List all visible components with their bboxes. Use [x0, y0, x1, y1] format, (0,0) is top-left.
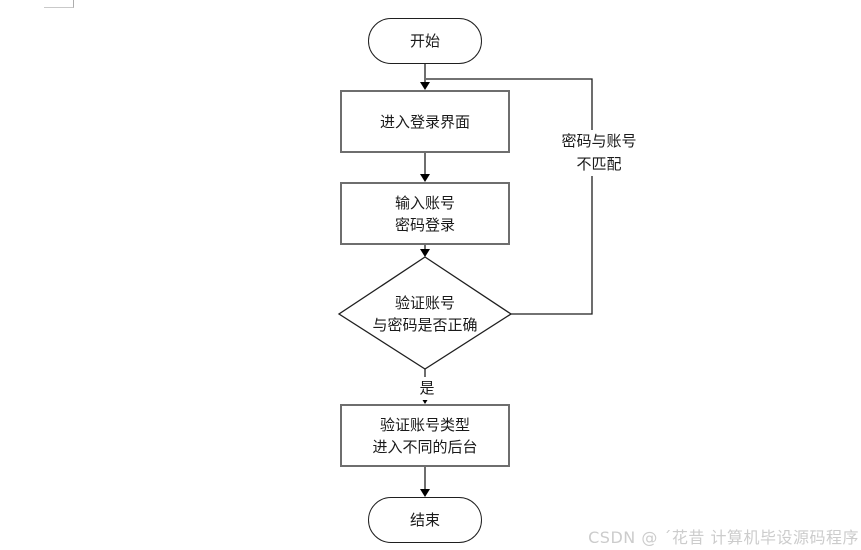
edge-label-mismatch: 密码与账号 不匹配: [536, 130, 662, 176]
edge-mismatch-loop: [426, 78, 593, 315]
watermark-text: CSDN @ ´花昔 计算机毕设源码程序: [588, 528, 859, 547]
process-verify-account-type: 验证账号类型 进入不同的后台: [340, 404, 510, 467]
arrowhead-enter: [420, 82, 430, 90]
arrowhead-end: [420, 489, 430, 497]
arrowhead-decision: [420, 249, 430, 257]
table-cell-fragment: [44, 0, 74, 8]
arrowhead-input: [420, 174, 430, 182]
edge-label-yes: 是: [410, 377, 444, 400]
process-input-credentials: 输入账号 密码登录: [340, 182, 510, 245]
process-enter-login: 进入登录界面: [340, 90, 510, 153]
decision-verify-credentials-label: 验证账号 与密码是否正确: [372, 294, 478, 334]
end-node: 结束: [368, 497, 482, 543]
start-node: 开始: [368, 18, 482, 64]
